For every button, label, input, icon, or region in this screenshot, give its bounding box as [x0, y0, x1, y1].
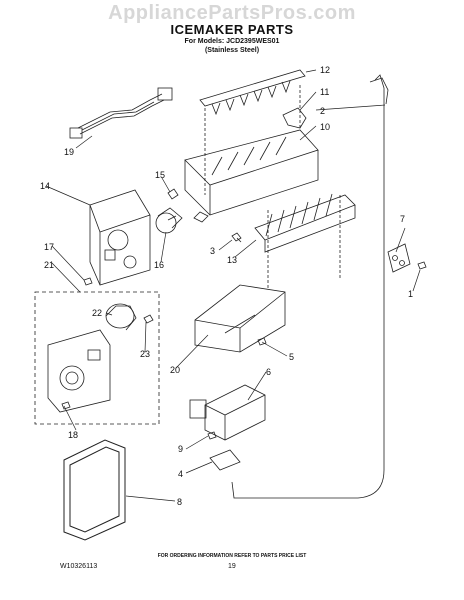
callout-14: 14: [40, 181, 50, 191]
ordering-note: FOR ORDERING INFORMATION REFER TO PARTS …: [157, 553, 307, 559]
callout-6: 6: [266, 367, 271, 377]
screw-part: [417, 261, 427, 270]
watermark: AppliancePartsPros.com: [108, 2, 356, 24]
motor-part: [155, 207, 183, 234]
callout-13: 13: [227, 255, 237, 265]
models-line: For Models: JCD2395WES01: [184, 38, 280, 45]
callout-23: 23: [140, 349, 150, 359]
callout-2: 2: [320, 106, 325, 116]
gear-motor-part: [105, 303, 137, 331]
control-housing-part: [89, 189, 151, 286]
water-valve-part: [189, 384, 266, 441]
control-plate-part: [47, 329, 111, 413]
ejector-part: [199, 69, 306, 116]
callout-9: 9: [178, 444, 183, 454]
wire-harness-part: [69, 87, 173, 139]
screw-part: [167, 188, 179, 200]
heater-part: [254, 193, 356, 253]
callout-8: 8: [177, 497, 182, 507]
fill-tube-part: [231, 74, 385, 499]
callout-18: 18: [68, 430, 78, 440]
clip-part: [231, 232, 242, 243]
callout-11: 11: [320, 87, 329, 97]
callout-4: 4: [178, 469, 183, 479]
screw-part: [257, 337, 267, 346]
screw-part: [61, 401, 71, 410]
callout-20: 20: [170, 365, 180, 375]
callout-15: 15: [155, 170, 165, 180]
callout-5: 5: [289, 352, 294, 362]
mold-part: [184, 129, 319, 223]
screw-part: [143, 314, 154, 324]
callout-19: 19: [64, 147, 74, 157]
page-number: 19: [228, 563, 236, 570]
page-title: ICEMAKER PARTS: [170, 22, 294, 37]
motor-assembly-group: [34, 291, 160, 425]
callout-17: 17: [44, 242, 54, 252]
callout-3: 3: [210, 246, 215, 256]
callout-16: 16: [154, 260, 164, 270]
callout-1: 1: [408, 289, 413, 299]
shutoff-arm-part: [282, 107, 307, 129]
screw-part: [207, 431, 217, 440]
callout-12: 12: [320, 65, 330, 75]
callout-10: 10: [320, 122, 330, 132]
bracket-part: [387, 243, 411, 273]
callout-21: 21: [44, 260, 54, 270]
document-number: W10326113: [60, 563, 98, 570]
finish-line: (Stainless Steel): [204, 47, 260, 54]
cover-part: [63, 439, 126, 541]
ice-tray-part: [194, 284, 286, 353]
screw-part: [83, 277, 93, 286]
callout-7: 7: [400, 214, 405, 224]
valve-bracket-part: [209, 449, 241, 471]
callout-22: 22: [92, 308, 102, 318]
